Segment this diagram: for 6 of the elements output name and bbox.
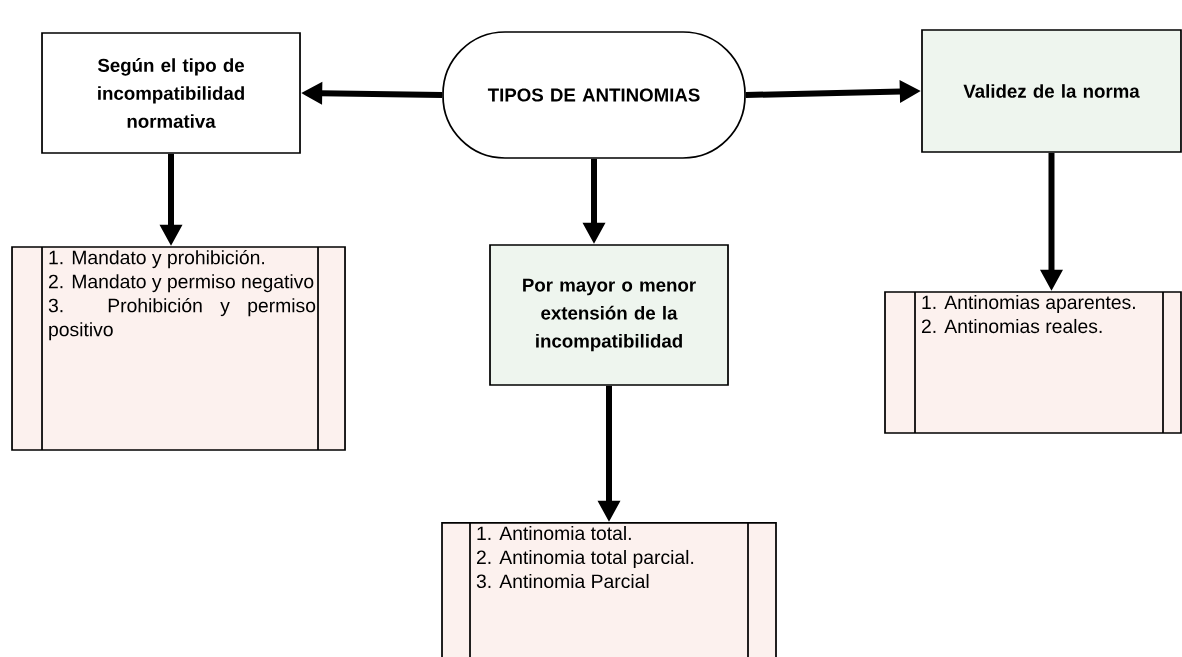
category-box: Validez de la norma bbox=[921, 29, 1182, 153]
category-box: Según el tipo de incompatibilidad normativa bbox=[41, 32, 301, 154]
list-box: 1. Antinomia total. 2. Antinomia total parcial. 3. Antinomia Parcial bbox=[441, 522, 777, 657]
list-box: 1. Mandato y prohibición. 2. Mandato y permiso negativo 3. Prohibición y permiso positivo bbox=[11, 246, 346, 451]
category-box: Por mayor o menor extensión de la incompatibilidad bbox=[489, 244, 729, 386]
list-box: 1. Antinomias aparentes. 2. Antinomias reales. bbox=[884, 291, 1182, 434]
